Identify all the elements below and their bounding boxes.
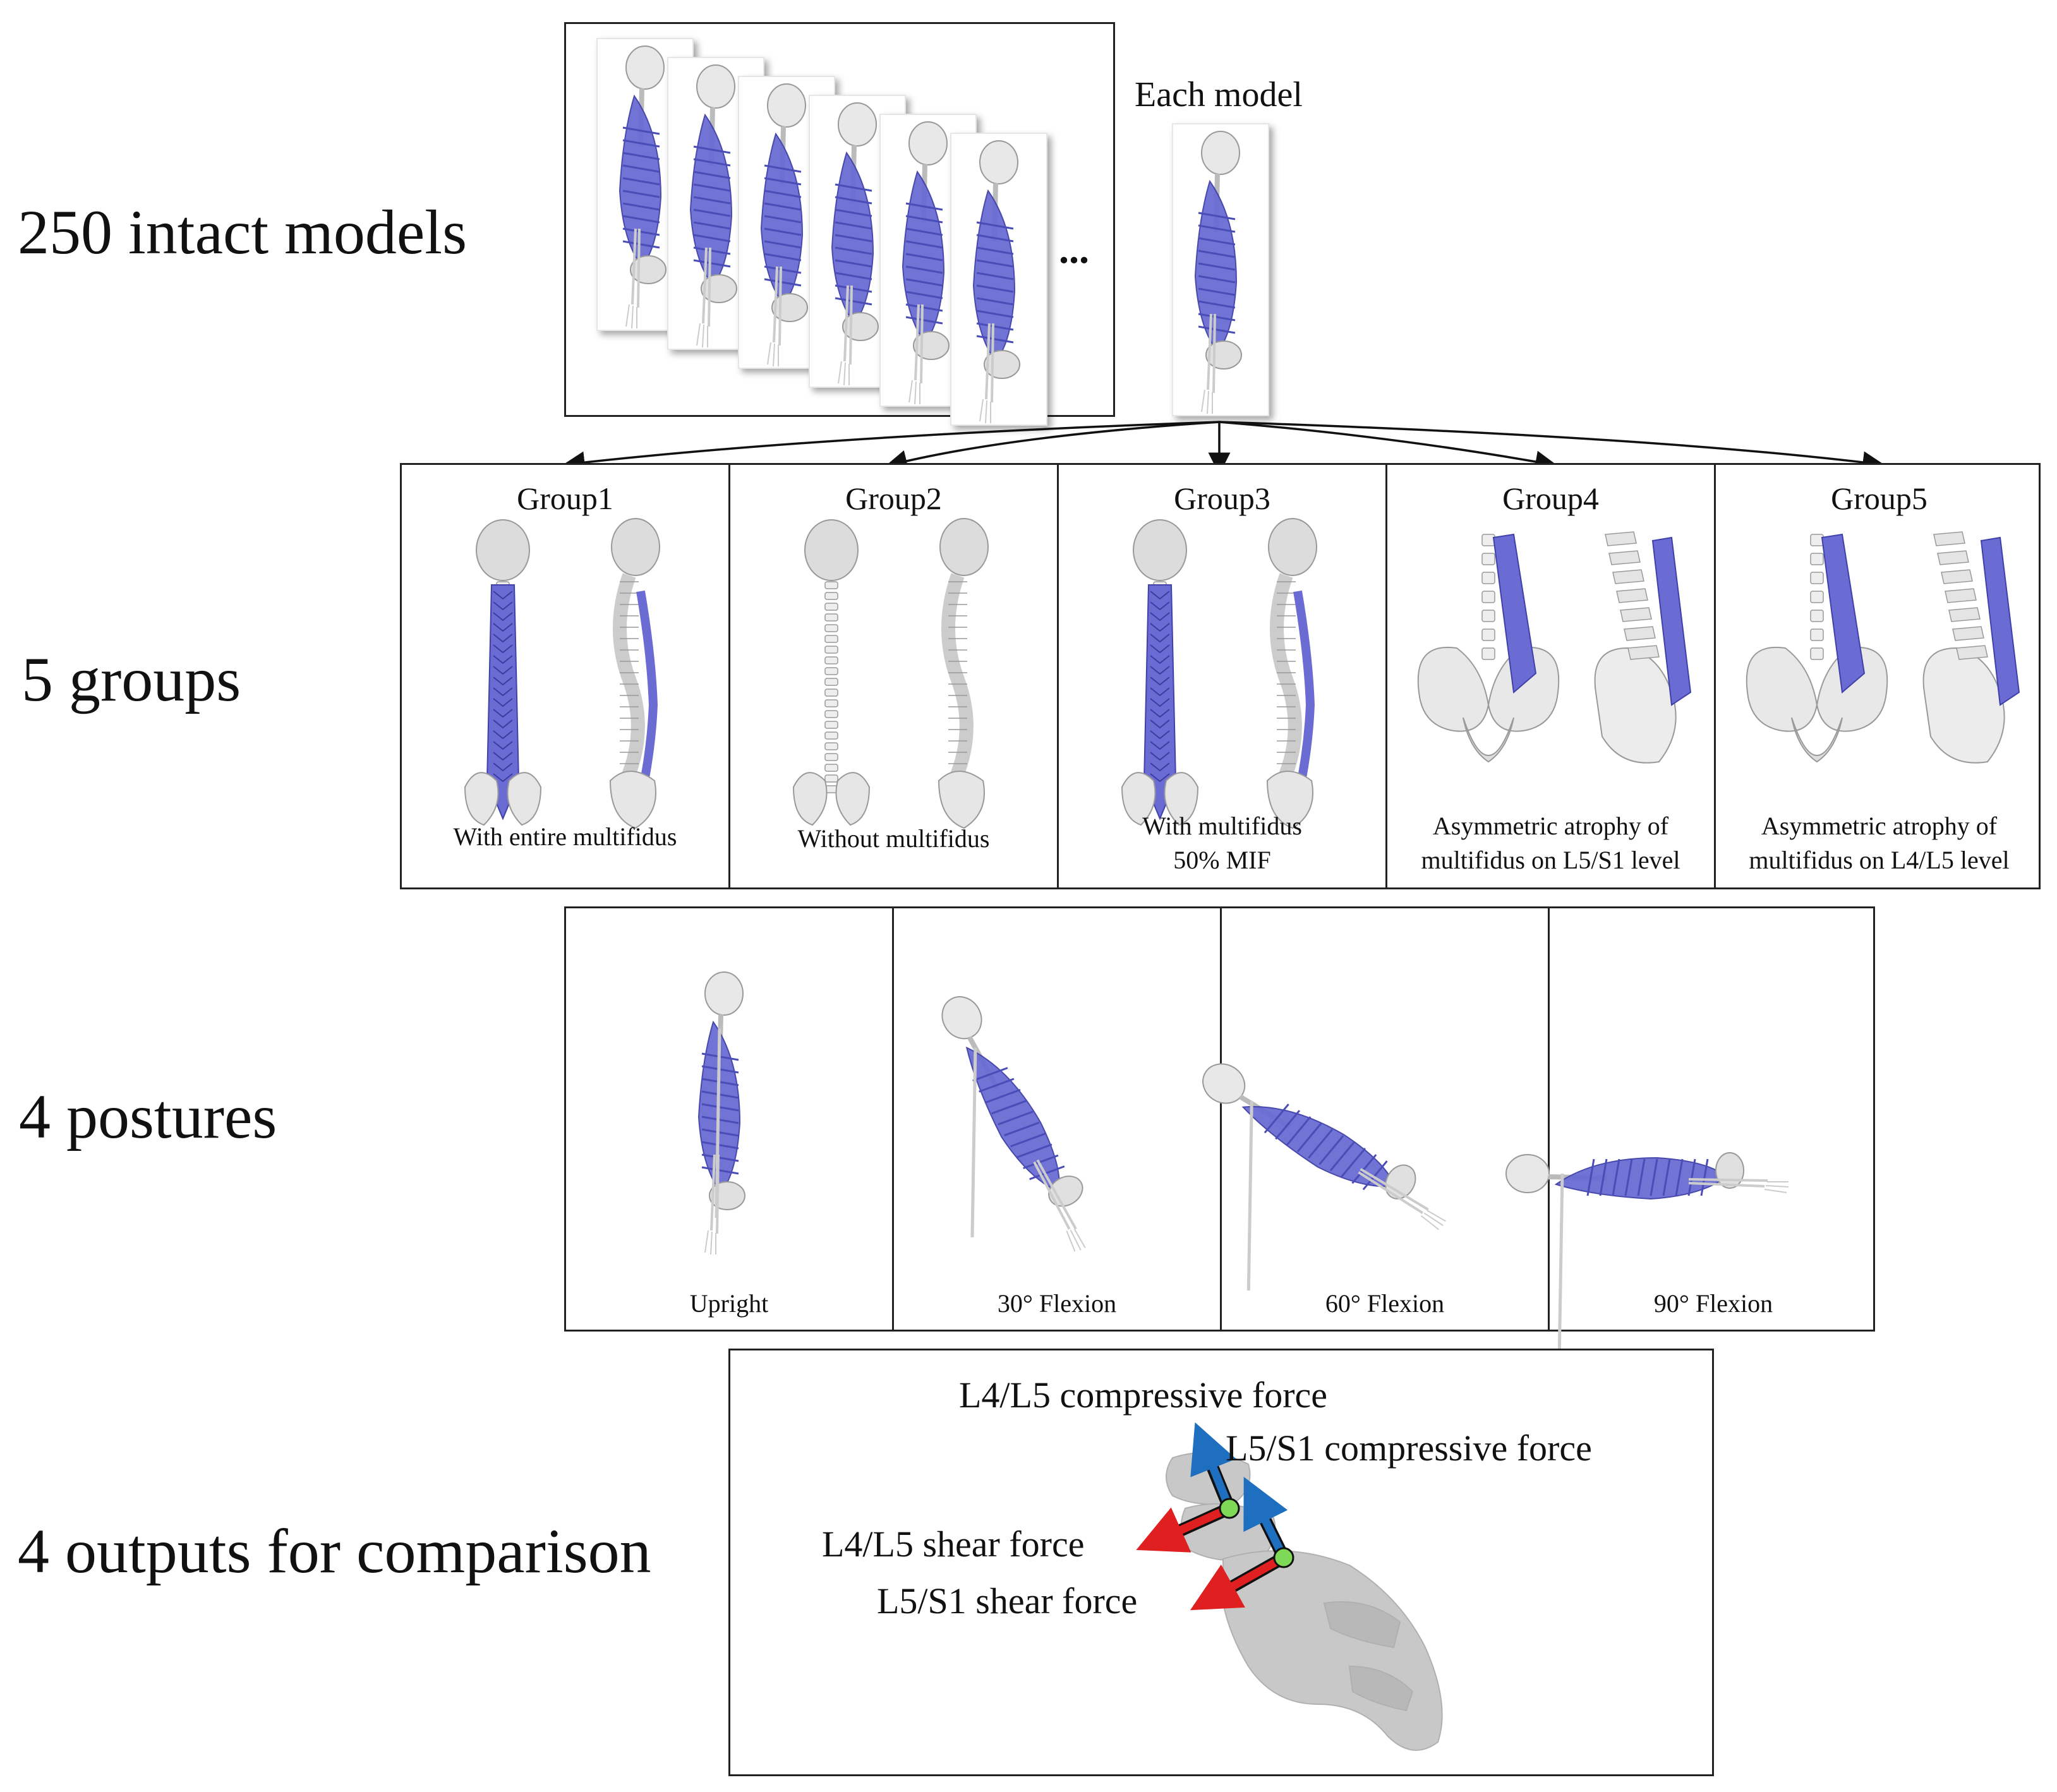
group-4-figure (1417, 531, 1692, 764)
row-label-outputs: 4 outputs for comparison (18, 1516, 651, 1586)
l4l5-compressive-label: L4/L5 compressive force (959, 1374, 1328, 1416)
l4l5-joint-dot (1219, 1498, 1240, 1519)
row-label-postures: 4 postures (19, 1081, 277, 1152)
model-card-skeleton (689, 64, 737, 348)
posture-60-label: 60° Flexion (1325, 1289, 1445, 1318)
posture-upright-cell: Upright (566, 908, 894, 1330)
model-card-skeleton (902, 121, 950, 405)
group-4-title: Group4 (1502, 481, 1599, 516)
group-3-title: Group3 (1174, 481, 1270, 516)
row-label-models: 250 intact models (18, 197, 467, 267)
l5s1-shear-label: L5/S1 shear force (877, 1580, 1138, 1621)
each-model-figure (1172, 123, 1269, 416)
posture-upright-figure (697, 971, 745, 1255)
posture-60-figure (1202, 1063, 1446, 1291)
group-3-cell: Group3 With multifidus 50% MIF (1059, 465, 1387, 887)
model-card-skeleton (972, 140, 1020, 424)
l4l5-shear-label: L4/L5 shear force (822, 1524, 1085, 1565)
model-card-6 (950, 133, 1047, 426)
l5s1-joint-dot (1273, 1547, 1294, 1568)
group-4-cell: Group4 Asymmetric atrophy of multifidus … (1387, 465, 1716, 887)
posture-90-figure (1505, 1152, 1789, 1364)
model-card-skeleton (760, 83, 808, 367)
posture-90-label: 90° Flexion (1653, 1289, 1773, 1318)
group-1-cell: Group1 With entire multifidus (402, 465, 730, 887)
l5s1-compressive-label: L5/S1 compressive force (1226, 1428, 1592, 1469)
intact-models-panel: ... (564, 22, 1115, 426)
group-1-caption-1: With entire multifidus (453, 822, 677, 851)
outputs-panel: L4/L5 compressive force L5/S1 compressiv… (728, 1349, 1714, 1776)
row-label-groups: 5 groups (21, 644, 241, 714)
group-4-caption-1: Asymmetric atrophy of (1432, 812, 1669, 840)
posture-30-figure (941, 996, 1086, 1252)
each-model-label: Each model (1135, 75, 1303, 114)
group-2-caption-1: Without multifidus (797, 824, 990, 853)
posture-30-label: 30° Flexion (997, 1289, 1117, 1318)
posture-30-cell: 30° Flexion (894, 908, 1222, 1330)
group-3-caption-2: 50% MIF (1173, 846, 1271, 874)
skeleton-figure (1194, 131, 1242, 414)
group-5-figure (1746, 531, 2020, 764)
group-3-figure (1121, 518, 1317, 829)
group-5-cell: Group5 Asymmetric atrophy of multifidus … (1716, 465, 2042, 887)
posture-60-cell: 60° Flexion (1202, 908, 1550, 1330)
ellipsis-text: ... (1059, 227, 1089, 272)
posture-upright-label: Upright (689, 1289, 769, 1318)
lumbar-force-diagram (1136, 1422, 1443, 1751)
group-1-title: Group1 (517, 481, 613, 516)
group-5-caption-1: Asymmetric atrophy of (1761, 812, 1998, 840)
group-5-title: Group5 (1831, 481, 1927, 516)
group-2-figure (792, 518, 989, 829)
group-2-title: Group2 (845, 481, 942, 516)
groups-panel: Group1 With entire multifidus Group2 Wit… (400, 463, 2041, 889)
group-1-figure (464, 518, 660, 829)
model-card-skeleton (618, 45, 667, 329)
group-4-caption-2: multifidus on L5/S1 level (1421, 846, 1680, 874)
postures-panel: Upright 30° Flexion 60° Flexion 90° Flex… (564, 906, 1877, 1364)
group-5-caption-2: multifidus on L4/L5 level (1749, 846, 2010, 874)
posture-90-cell: 90° Flexion (1505, 908, 1877, 1364)
group-2-cell: Group2 Without multifidus (730, 465, 1059, 887)
model-card-skeleton (831, 102, 879, 386)
group-3-caption-1: With multifidus (1142, 812, 1302, 840)
